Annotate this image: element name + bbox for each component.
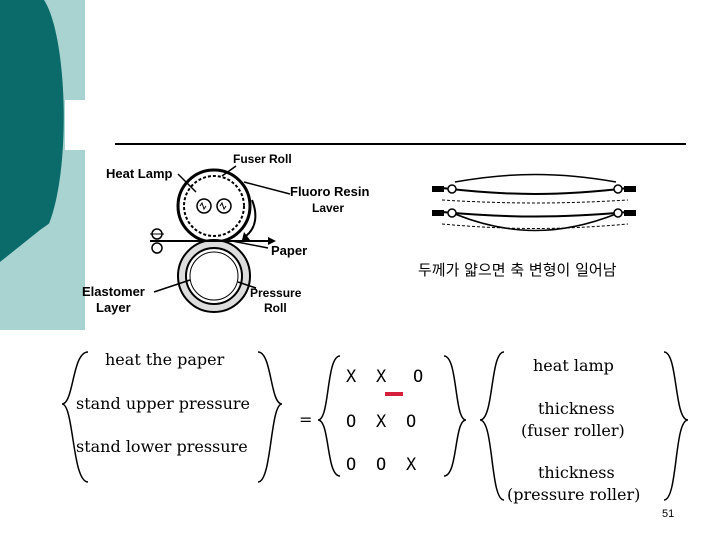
lamp-right	[216, 198, 232, 214]
right-list-thickness-pressure-line2: (pressure roller)	[507, 485, 641, 504]
left-brace-open	[61, 351, 89, 483]
matrix-cell-r3c2: O	[376, 455, 387, 475]
roller-diagram	[150, 165, 291, 313]
label-fluoro-resin-line2: Laver	[312, 201, 345, 215]
label-elastomer-line2: Layer	[96, 300, 131, 315]
korean-caption: 두께가 얇으면 축 변형이 일어남	[418, 261, 617, 279]
matrix-brace-close	[443, 355, 467, 477]
right-list-thickness-fuser-line2: (fuser roller)	[521, 421, 625, 440]
teal-dark-curve	[0, 0, 64, 262]
left-list-item-2: stand upper pressure	[76, 394, 251, 413]
left-list-item-1: heat the paper	[105, 350, 225, 369]
matrix-cell-r2c3: O	[406, 412, 417, 432]
matrix-cell-r2c2: X	[376, 412, 387, 432]
label-pressure-roll: Pressure	[250, 286, 302, 300]
left-list-item-3: stand lower pressure	[76, 437, 248, 456]
right-list-thickness-pressure: thickness	[538, 463, 615, 482]
matrix-cell-r1c3: O	[413, 367, 424, 387]
teal-light-lower	[0, 150, 85, 330]
label-heat-lamp: Heat Lamp	[106, 166, 173, 181]
matrix-cell-r1c1: X	[346, 367, 357, 387]
label-fuser-roll: Fuser Roll	[233, 152, 292, 166]
equals-sign: =	[299, 410, 313, 429]
lamp-left	[196, 198, 212, 214]
left-brace-close	[257, 351, 283, 483]
right-list-heat-lamp: heat lamp	[533, 356, 614, 375]
white-cutout	[65, 100, 85, 150]
matrix-cell-r3c3: X	[406, 455, 417, 475]
page-number: 51	[662, 508, 675, 520]
right-brace-open	[479, 351, 505, 501]
matrix-cell-r1c2: X	[376, 367, 387, 387]
matrix-cell-r2c1: O	[346, 412, 357, 432]
label-pressure-roll-line2: Roll	[264, 301, 287, 315]
right-brace-close	[663, 351, 689, 501]
matrix-cell-r3c1: O	[346, 455, 357, 475]
label-paper: Paper	[271, 243, 308, 258]
matrix-brace-open	[317, 355, 341, 477]
right-list-thickness-fuser: thickness	[538, 399, 615, 418]
label-elastomer: Elastomer	[82, 284, 145, 299]
label-fluoro-resin: Fluoro Resin	[290, 184, 370, 199]
axle-deformation-sketch	[432, 173, 636, 232]
red-underline-mark	[385, 392, 403, 396]
